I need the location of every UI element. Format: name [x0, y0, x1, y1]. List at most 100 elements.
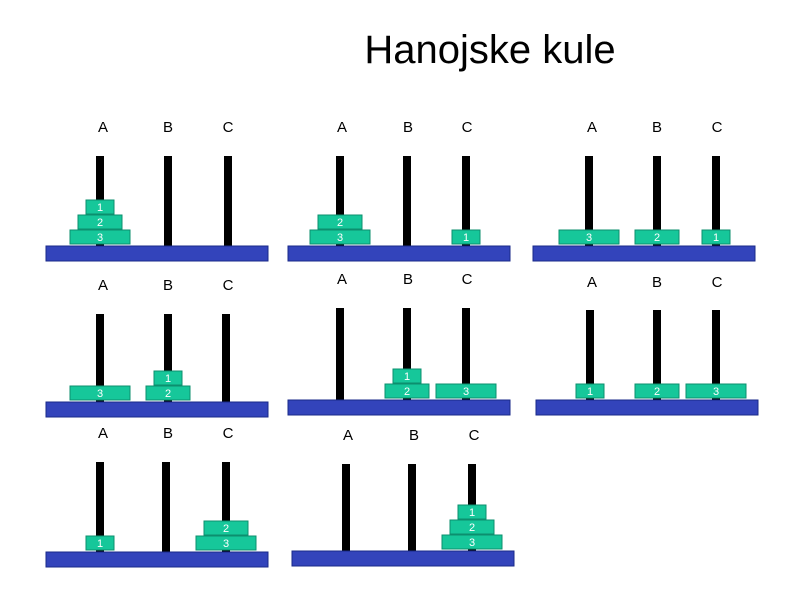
disk-1 [153, 370, 183, 386]
peg-label-c: C [712, 119, 723, 136]
peg-label-a: A [337, 119, 347, 136]
peg-label-a: A [98, 277, 108, 294]
disk-3 [685, 383, 747, 399]
disk-label-3: 3 [97, 388, 103, 400]
disk-2 [77, 214, 123, 230]
peg-label-c: C [469, 427, 480, 444]
peg-label-a: A [587, 274, 597, 291]
disk-3 [435, 383, 497, 399]
disk-1 [457, 504, 487, 520]
disk-3 [558, 229, 620, 245]
tower-base [287, 399, 511, 416]
peg-c [712, 310, 720, 400]
disk-label-3: 3 [223, 538, 229, 550]
disk-1 [85, 535, 115, 551]
peg-a [336, 308, 344, 400]
disk-2 [384, 383, 430, 399]
peg-b [403, 308, 411, 400]
peg-label-b: B [403, 119, 413, 136]
disk-1 [85, 199, 115, 215]
disk-label-1: 1 [404, 371, 410, 383]
peg-c [222, 314, 230, 402]
peg-label-b: B [652, 274, 662, 291]
disk-label-3: 3 [463, 386, 469, 398]
peg-label-a: A [98, 425, 108, 442]
peg-c [224, 156, 232, 246]
peg-label-c: C [712, 274, 723, 291]
disk-label-2: 2 [654, 232, 660, 244]
peg-label-b: B [403, 271, 413, 288]
tower-base [45, 401, 269, 418]
disk-3 [69, 385, 131, 401]
peg-c [462, 308, 470, 400]
disk-2 [317, 214, 363, 230]
disk-label-3: 3 [586, 232, 592, 244]
disk-1 [701, 229, 731, 245]
peg-b [408, 464, 416, 551]
disk-label-3: 3 [97, 232, 103, 244]
disk-1 [451, 229, 481, 245]
disk-label-2: 2 [337, 217, 343, 229]
peg-b [164, 156, 172, 246]
peg-b [653, 156, 661, 246]
disk-2 [203, 520, 249, 536]
tower-base [291, 550, 515, 567]
disk-label-3: 3 [337, 232, 343, 244]
disk-1 [392, 368, 422, 384]
page-title: Hanojske kule [364, 28, 616, 72]
peg-label-c: C [223, 119, 234, 136]
disk-label-1: 1 [587, 386, 593, 398]
peg-label-b: B [409, 427, 419, 444]
disk-3 [441, 534, 503, 550]
peg-label-a: A [587, 119, 597, 136]
peg-label-c: C [223, 425, 234, 442]
tower-base [287, 245, 511, 262]
peg-b [164, 314, 172, 402]
peg-label-c: C [462, 119, 473, 136]
peg-b [403, 156, 411, 246]
peg-label-b: B [652, 119, 662, 136]
peg-label-b: B [163, 277, 173, 294]
peg-label-a: A [98, 119, 108, 136]
disk-label-2: 2 [165, 388, 171, 400]
peg-a [336, 156, 344, 246]
disk-label-1: 1 [165, 373, 171, 385]
peg-a [96, 462, 104, 552]
disk-3 [309, 229, 371, 245]
peg-label-b: B [163, 425, 173, 442]
disk-label-1: 1 [97, 538, 103, 550]
peg-b [162, 462, 170, 552]
disk-label-2: 2 [469, 522, 475, 534]
tower-base [535, 399, 759, 416]
peg-c [712, 156, 720, 246]
disk-2 [145, 385, 191, 401]
peg-label-c: C [223, 277, 234, 294]
peg-label-a: A [343, 427, 353, 444]
disk-1 [575, 383, 605, 399]
peg-a [342, 464, 350, 551]
disk-3 [69, 229, 131, 245]
disk-label-3: 3 [713, 386, 719, 398]
disk-label-1: 1 [713, 232, 719, 244]
disk-label-1: 1 [469, 507, 475, 519]
peg-b [653, 310, 661, 400]
disk-label-1: 1 [463, 232, 469, 244]
disk-label-2: 2 [654, 386, 660, 398]
disk-label-2: 2 [223, 523, 229, 535]
disk-2 [634, 383, 680, 399]
disk-label-2: 2 [404, 386, 410, 398]
disk-label-1: 1 [97, 202, 103, 214]
disk-2 [634, 229, 680, 245]
tower-base [45, 551, 269, 568]
peg-label-c: C [462, 271, 473, 288]
peg-a [96, 314, 104, 402]
tower-base [532, 245, 756, 262]
peg-label-a: A [337, 271, 347, 288]
peg-a [585, 156, 593, 246]
peg-label-b: B [163, 119, 173, 136]
tower-base [45, 245, 269, 262]
disk-2 [449, 519, 495, 535]
disk-3 [195, 535, 257, 551]
disk-label-2: 2 [97, 217, 103, 229]
